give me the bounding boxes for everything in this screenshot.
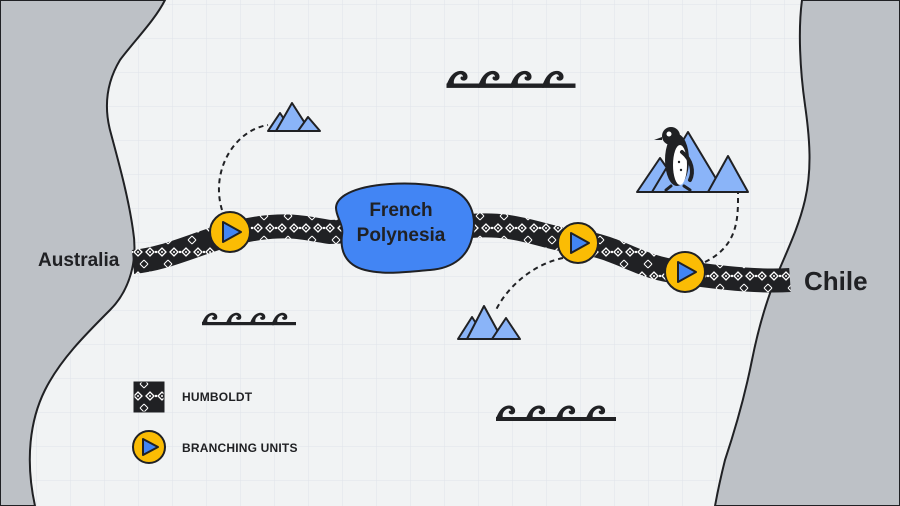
legend-label-humboldt: HUMBOLDT — [182, 390, 253, 404]
connector-dashed — [494, 257, 564, 313]
connector-dashed — [704, 189, 740, 263]
branching-unit-1 — [209, 211, 251, 253]
penguin-icon — [654, 127, 694, 192]
play-icon — [142, 438, 159, 456]
label-chile: Chile — [804, 266, 868, 296]
australia-landmass — [0, 0, 167, 506]
branching-unit-2 — [557, 222, 599, 264]
legend-branching-swatch — [132, 430, 166, 464]
branching-unit-3 — [664, 251, 706, 293]
play-icon — [222, 221, 242, 243]
play-icon — [570, 232, 590, 254]
label-french-polynesia-line1: French — [369, 200, 433, 221]
play-icon — [677, 261, 697, 283]
french-polynesia-island — [335, 182, 475, 274]
mountain-icon — [457, 305, 521, 340]
legend-label-branching-units: BRANCHING UNITS — [182, 441, 298, 455]
connector-dashed — [217, 124, 269, 211]
label-french-polynesia-line2: Polynesia — [356, 225, 446, 246]
label-australia: Australia — [38, 250, 120, 271]
mountain-icon — [267, 102, 321, 132]
label-french-polynesia: French Polynesia — [340, 198, 462, 248]
legend-humboldt-swatch — [133, 381, 165, 413]
